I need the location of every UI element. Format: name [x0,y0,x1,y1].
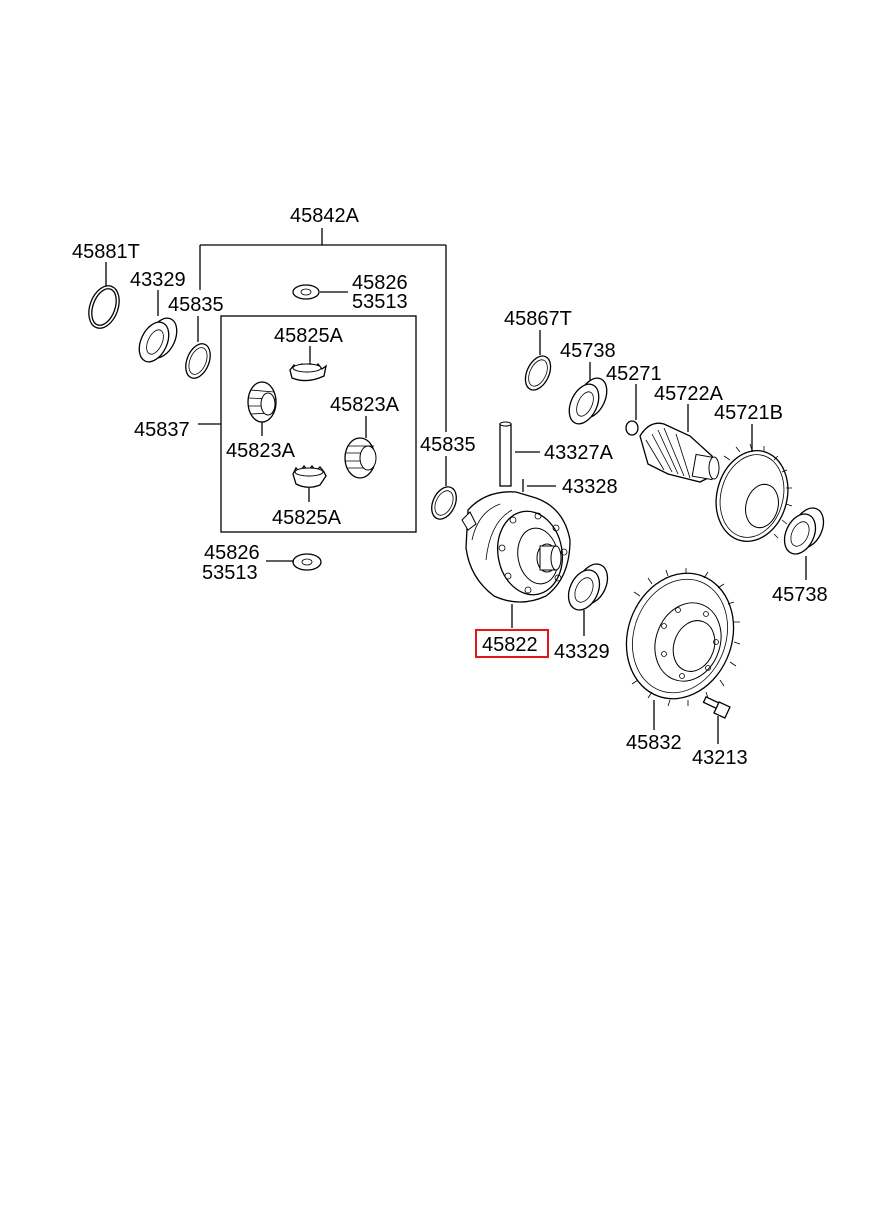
assembly-bracket [199,228,447,432]
label-45825A-bottom[interactable]: 45825A [272,507,342,529]
ring-gear-bolt [702,696,731,744]
label-45825A-top[interactable]: 45825A [274,325,344,347]
bearing-right [567,563,609,636]
label-45842A[interactable]: 45842A [290,205,360,227]
label-45835-right[interactable]: 45835 [420,434,476,456]
label-45826-top[interactable]: 45826 [352,272,408,294]
oil-seal-ring-left [88,262,120,329]
pinion-gear-top [289,346,327,382]
label-53513-top[interactable]: 53513 [352,291,408,313]
pinion-gear-bottom [292,464,327,502]
label-43329-right[interactable]: 43329 [554,641,610,663]
label-43327A[interactable]: 43327A [544,442,614,464]
differential-gear-set-box [220,315,417,533]
side-gear-right [344,416,377,479]
ring-gear [625,568,741,730]
label-53513-bottom[interactable]: 53513 [202,562,258,584]
side-gear-left [247,381,277,436]
label-45823A-left[interactable]: 45823A [226,440,296,462]
bearing-top-right [568,362,608,425]
washer-bottom [266,553,322,571]
label-43213[interactable]: 43213 [692,747,748,769]
label-43328[interactable]: 43328 [562,476,618,498]
bearing-bottom-right [783,507,825,580]
thrust-washer-left [185,316,211,379]
driven-gear-shaft [639,404,720,483]
bearing-left [138,290,178,363]
label-45722A[interactable]: 45722A [654,383,724,405]
label-45721B[interactable]: 45721B [714,402,783,424]
label-45835-left[interactable]: 45835 [168,294,224,316]
washer-top [292,284,348,300]
label-45738-top[interactable]: 45738 [560,340,616,362]
label-45837[interactable]: 45837 [134,419,190,441]
label-43329-left[interactable]: 43329 [130,269,186,291]
driven-gear-large [715,424,793,542]
small-pin [625,384,639,436]
thrust-washer-right [431,456,457,520]
label-45826-bottom[interactable]: 45826 [204,542,260,564]
label-45881T[interactable]: 45881T [72,241,140,263]
oil-seal-ring-right [524,330,552,391]
lock-pin [522,479,556,492]
label-45832[interactable]: 45832 [626,732,682,754]
label-45823A-right[interactable]: 45823A [330,394,400,416]
label-45867T[interactable]: 45867T [504,308,572,330]
pinion-shaft [499,421,540,487]
label-45738-bottom[interactable]: 45738 [772,584,828,606]
highlight-box-45822 [475,629,549,658]
differential-case [461,491,571,628]
label-45822[interactable]: 45822 [482,634,538,656]
label-45271[interactable]: 45271 [606,363,662,385]
